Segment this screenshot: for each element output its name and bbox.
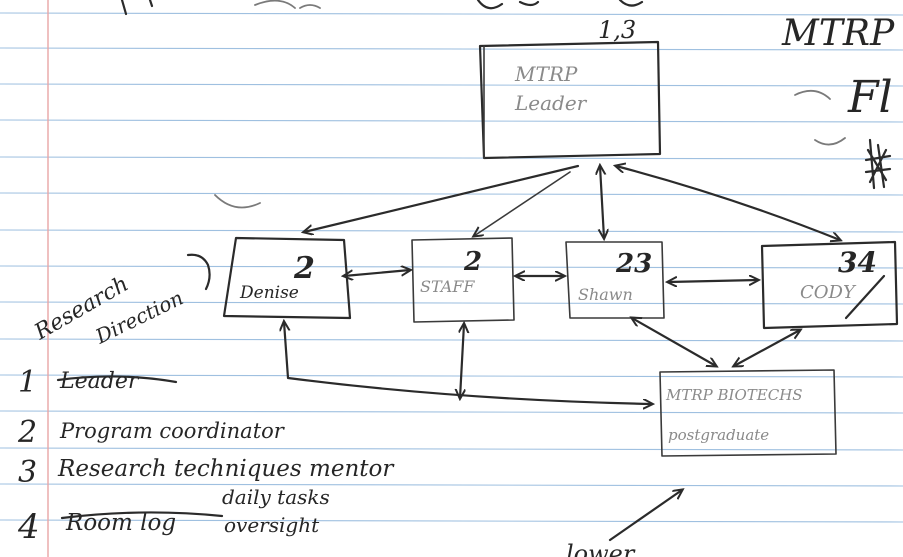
arrow-denise-loop-to-biotechs <box>284 322 652 404</box>
ruled-lines <box>0 12 903 523</box>
legend-item-text: Room log <box>65 510 176 536</box>
node-label: postgraduate <box>668 426 769 444</box>
arrow-leader-cody <box>616 166 840 240</box>
arrow-denise-staff <box>344 270 410 276</box>
legend: Research Direction 1 Leader 2 Program co… <box>17 253 395 547</box>
arrow-bottom-fragment <box>608 490 682 542</box>
node-number: 1,3 <box>598 16 636 44</box>
node-number: 34 <box>838 246 877 279</box>
node-mtrp-leader: MTRP Leader 1,3 <box>478 16 662 160</box>
node-label: Shawn <box>578 285 633 304</box>
legend-brace <box>186 253 211 291</box>
top-fragment-mark <box>120 0 644 16</box>
node-staff: STAFF 2 <box>411 237 515 323</box>
node-label: MTRP <box>514 62 578 86</box>
legend-item-extra: oversight <box>224 513 320 537</box>
node-shawn: Shawn 23 <box>565 241 665 319</box>
arrow-cody-biotechs <box>734 330 800 366</box>
strikethrough <box>56 375 178 384</box>
node-number: 2 <box>293 251 315 286</box>
arrow-shawn-cody <box>668 280 758 282</box>
arrow-leader-to-denise <box>304 164 580 232</box>
node-label: Denise <box>239 283 299 303</box>
legend-item-text: Program coordinator <box>59 419 286 443</box>
node-mtrp-biotechs: MTRP BIOTECHS postgraduate <box>659 369 837 457</box>
node-number: 2 <box>463 247 482 277</box>
node-cody: CODY 34 <box>760 240 899 330</box>
scribbled-corner-mark <box>864 138 892 190</box>
corner-title-text-2: Fl <box>847 72 893 123</box>
bottom-fragment-text: lower <box>566 540 636 557</box>
connectors <box>284 164 840 542</box>
legend-item-text: Leader <box>59 369 140 394</box>
node-label: CODY <box>800 282 857 303</box>
node-label: MTRP BIOTECHS <box>665 386 803 404</box>
strikethrough <box>60 511 224 520</box>
node-label: STAFF <box>420 277 475 296</box>
arrow-shawn-biotechs <box>632 318 716 366</box>
node-denise: Denise 2 <box>222 236 352 320</box>
legend-item-number: 1 <box>18 365 37 400</box>
legend-item-extra: daily tasks <box>222 485 330 509</box>
arrow-leader-shawn <box>600 166 604 238</box>
bleed-through-marks <box>214 0 846 209</box>
arrow-staff-down <box>460 324 464 398</box>
legend-item-text: Research techniques mentor <box>57 456 395 482</box>
legend-item-number: 4 <box>17 507 40 547</box>
legend-item-number: 2 <box>17 415 37 450</box>
arrow-leader-to-staff <box>474 171 571 236</box>
strike-mark <box>844 274 886 320</box>
legend-item-number: 3 <box>18 455 37 490</box>
node-number: 23 <box>615 249 652 279</box>
node-label: Leader <box>514 91 588 115</box>
corner-title-text: MTRP <box>781 13 895 54</box>
